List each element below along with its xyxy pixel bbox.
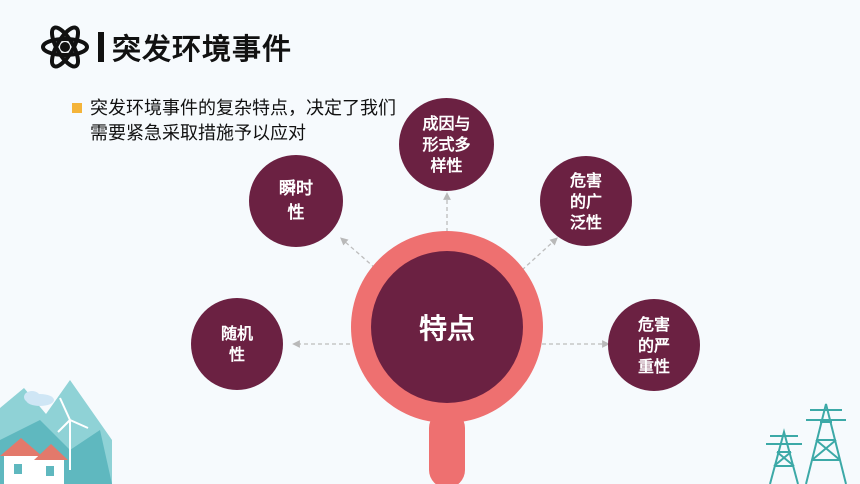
feature-node-instantaneity: 瞬时性	[249, 155, 343, 247]
feature-node-randomness: 随机性	[191, 298, 283, 390]
house-icon	[0, 438, 68, 484]
feature-node-severity: 危害的严重性	[608, 299, 700, 391]
connector-line	[521, 237, 558, 271]
page-title: 突发环境事件	[112, 32, 293, 66]
atom-icon	[41, 25, 89, 69]
magnifier-handle	[429, 410, 465, 484]
bullet-point: 突发环境事件的复杂特点，决定了我们需要紧急采取措施予以应对	[72, 96, 402, 146]
slide-header: 突发环境事件	[40, 22, 292, 72]
title-divider	[98, 32, 104, 62]
center-node: 特点	[371, 251, 523, 403]
feature-label: 危害的广泛性	[569, 170, 602, 232]
connector-line	[340, 237, 376, 269]
feature-node-diversity: 成因与形式多样性	[399, 98, 494, 191]
feature-label: 成因与形式多样性	[422, 114, 471, 175]
center-label: 特点	[418, 312, 475, 345]
bullet-text: 突发环境事件的复杂特点，决定了我们需要紧急采取措施予以应对	[90, 98, 396, 144]
bullet-marker	[72, 103, 82, 113]
feature-label: 瞬时性	[279, 179, 313, 223]
power-tower-icon	[766, 403, 847, 484]
feature-label: 随机性	[220, 324, 253, 364]
wind-turbine-icon	[57, 397, 89, 470]
feature-label: 危害的严重性	[637, 314, 670, 376]
feature-node-breadth: 危害的广泛性	[540, 156, 632, 246]
